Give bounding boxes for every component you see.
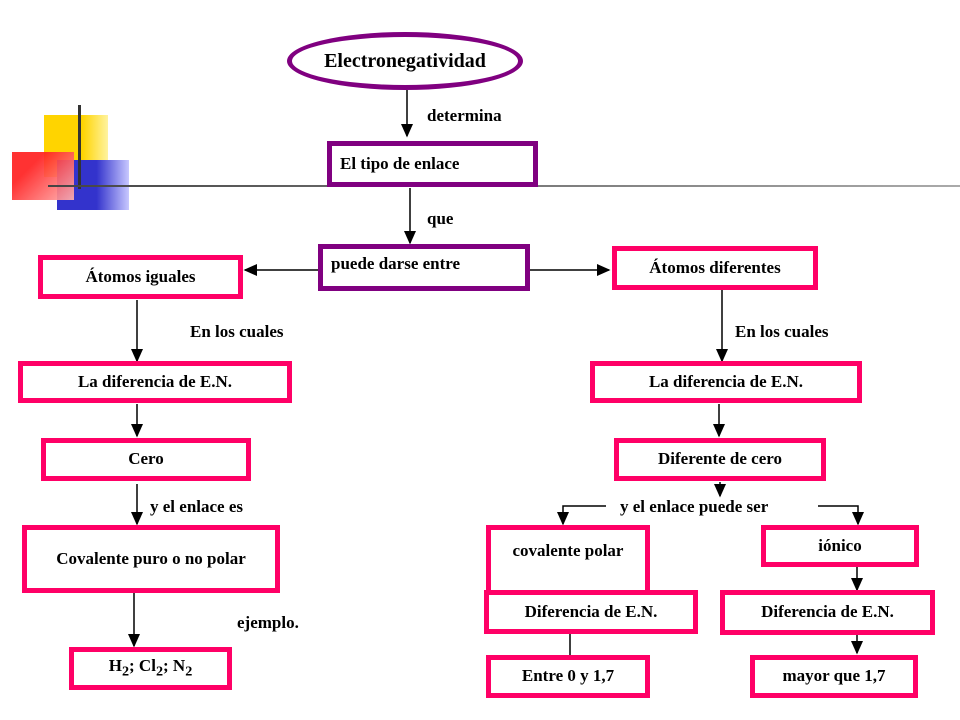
example-cl-sub: 2 (155, 663, 164, 680)
box-puede-darse: puede darse entre (318, 244, 530, 291)
box-dif-en-ionico-text: Diferencia de E.N. (761, 602, 894, 622)
box-cero-text: Cero (128, 449, 164, 469)
box-cero: Cero (41, 438, 251, 481)
example-n-sub: 2 (185, 663, 193, 680)
example-cl: ; Cl (129, 656, 156, 676)
box-atomos-iguales: Átomos iguales (38, 255, 243, 299)
example-n: ; N (163, 656, 186, 676)
label-en-los-cuales-left: En los cuales (190, 322, 284, 341)
box-entre-text: Entre 0 y 1,7 (521, 666, 615, 686)
decoration-red-square (12, 152, 74, 200)
label-enlace-puede-ser: y el enlace puede ser (620, 497, 769, 516)
box-tipo-enlace: El tipo de enlace (327, 141, 538, 187)
arrow-to-ionico (818, 505, 864, 526)
label-enlace-es: y el enlace es (150, 497, 243, 516)
label-que: que (427, 209, 454, 228)
title-electronegatividad: Electronegatividad (287, 32, 523, 90)
decoration-vertical-line (78, 105, 81, 189)
box-diferencia-right: La diferencia de E.N. (590, 361, 862, 403)
arrow-to-covalente-polar (557, 505, 606, 526)
box-atomos-iguales-text: Átomos iguales (85, 266, 196, 286)
example-formula: H2; Cl2; N2 (109, 655, 193, 682)
box-atomos-diferentes: Átomos diferentes (612, 246, 818, 290)
box-covalente-puro: Covalente puro o no polar (22, 525, 280, 593)
box-dif-en-ionico: Diferencia de E.N. (720, 590, 935, 635)
example-h: H (108, 656, 122, 676)
box-ionico-text: iónico (818, 535, 862, 555)
box-dif-en-polar-text: Diferencia de E.N. (524, 601, 658, 621)
example-h-sub: 2 (121, 663, 130, 680)
box-tipo-enlace-text: El tipo de enlace (340, 153, 460, 173)
label-en-los-cuales-right: En los cuales (735, 322, 829, 341)
box-diferente-cero: Diferente de cero (614, 438, 826, 481)
box-entre: Entre 0 y 1,7 (486, 655, 650, 698)
box-ionico: iónico (761, 525, 919, 567)
label-determina: determina (427, 106, 502, 125)
box-diferencia-left: La diferencia de E.N. (18, 361, 292, 403)
box-puede-darse-text: puede darse entre (331, 254, 461, 273)
box-covalente-polar-text: covalente polar (512, 541, 624, 560)
label-ejemplo: ejemplo. (237, 613, 299, 632)
box-mayor: mayor que 1,7 (750, 655, 918, 698)
box-diferente-cero-text: Diferente de cero (658, 449, 782, 469)
box-diferencia-left-text: La diferencia de E.N. (77, 371, 233, 391)
box-covalente-puro-text: Covalente puro o no polar (56, 548, 246, 568)
box-covalente-polar: covalente polar (486, 525, 650, 596)
box-diferencia-right-text: La diferencia de E.N. (648, 371, 804, 391)
title-text: Electronegatividad (324, 49, 486, 72)
box-dif-en-polar: Diferencia de E.N. (484, 590, 698, 634)
box-mayor-text: mayor que 1,7 (782, 666, 886, 686)
box-ejemplo: H2; Cl2; N2 (69, 647, 232, 690)
box-atomos-diferentes-text: Átomos diferentes (649, 258, 781, 277)
